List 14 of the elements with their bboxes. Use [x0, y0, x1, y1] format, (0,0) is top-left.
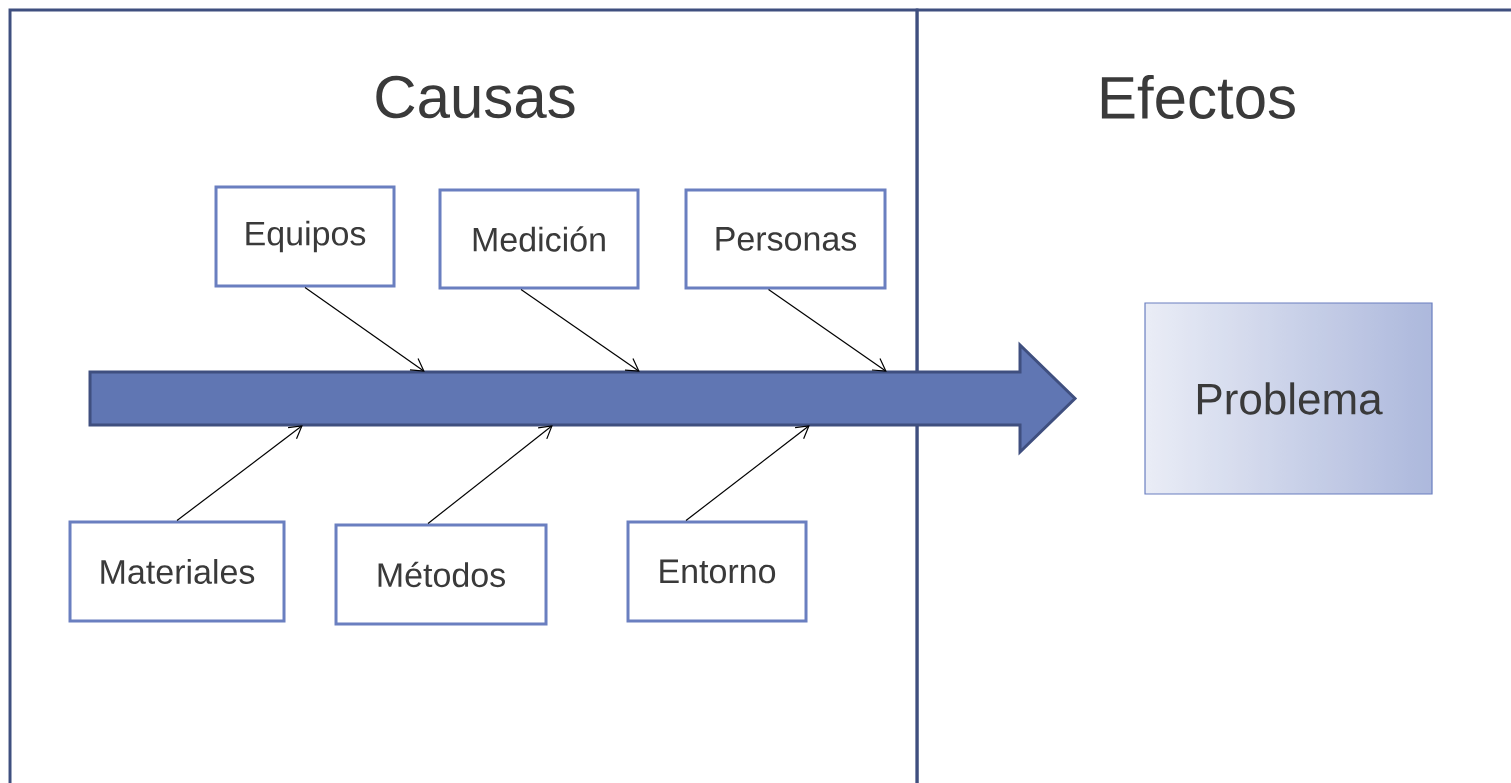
spine-arrow: [88, 341, 1078, 456]
cause-box: Medición: [438, 188, 640, 290]
cause-box: Equipos: [214, 185, 396, 288]
arrow: [767, 288, 887, 372]
arrow: [427, 425, 553, 525]
cause-box: Métodos: [334, 523, 548, 626]
cause-box: Entorno: [626, 520, 808, 623]
arrow: [176, 425, 303, 522]
arrow: [520, 288, 640, 372]
problem-box: Problema: [1144, 302, 1433, 495]
cause-box: Personas: [684, 188, 887, 290]
cause-box: Materiales: [68, 520, 286, 623]
arrow: [304, 286, 425, 372]
arrow: [685, 425, 810, 522]
